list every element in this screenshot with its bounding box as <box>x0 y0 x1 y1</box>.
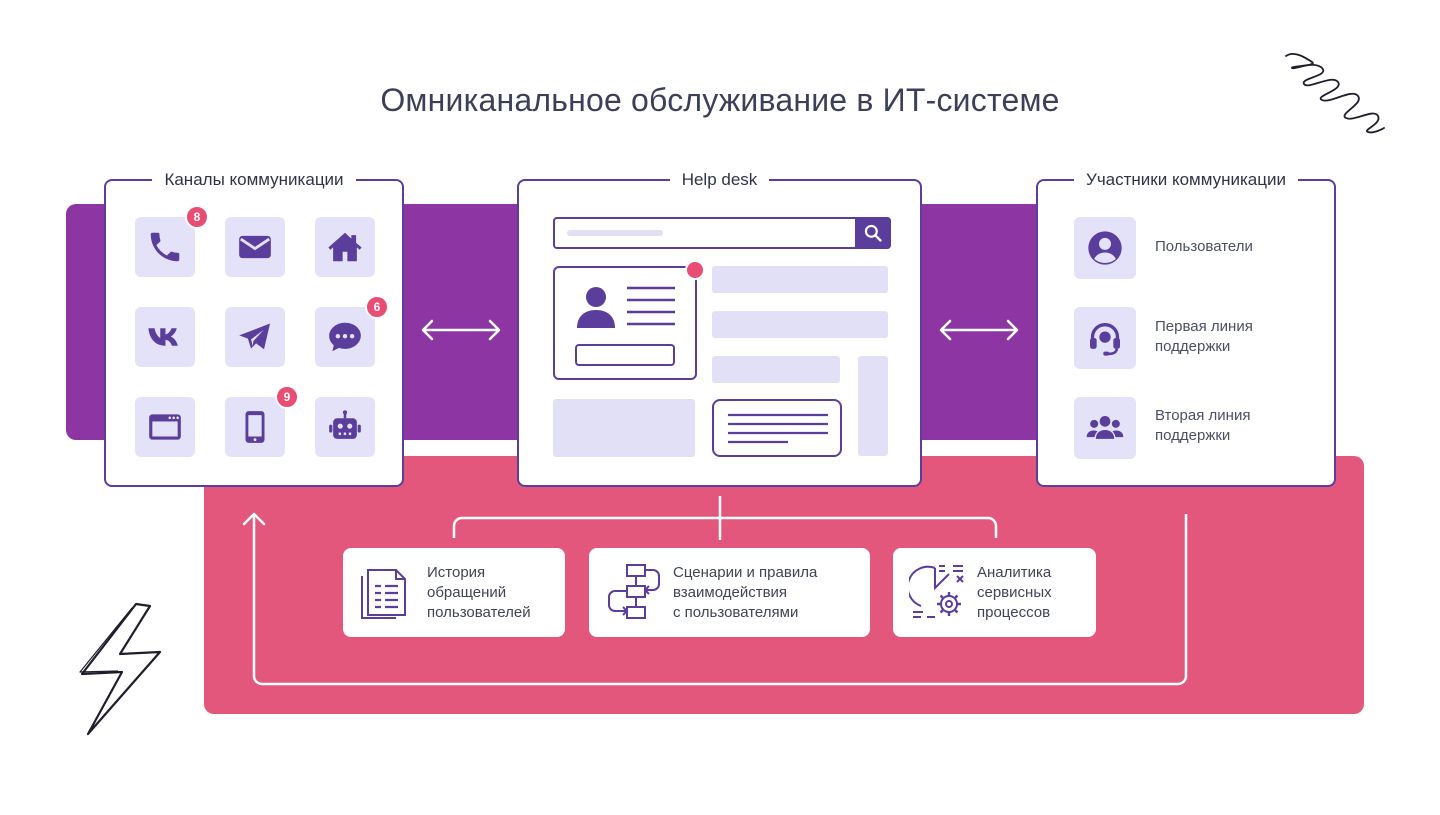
telegram-icon <box>239 323 271 350</box>
group-icon <box>1086 416 1124 439</box>
scribble-decoration <box>1285 52 1385 134</box>
profile-button[interactable] <box>575 344 675 366</box>
user-icon <box>577 287 615 328</box>
channel-browser[interactable] <box>135 397 195 457</box>
vk-icon <box>148 328 178 346</box>
helpdesk-card: Help desk <box>517 170 922 487</box>
page-title: Омниканальное обслуживание в ИТ-системе <box>380 82 1060 118</box>
lightning-decoration <box>79 602 162 736</box>
message-lines <box>728 413 828 444</box>
mobile-badge: 9 <box>275 385 299 409</box>
helpdesk-search[interactable] <box>553 217 891 249</box>
browser-icon <box>149 414 181 440</box>
channel-bot[interactable] <box>315 397 375 457</box>
participant-label: Первая линия поддержки <box>1155 318 1253 355</box>
feature-scenarios[interactable]: Сценарии и правила взаимодействия с поль… <box>589 548 870 637</box>
home-icon <box>328 232 362 262</box>
sidebar-placeholder <box>858 356 888 456</box>
search-button[interactable] <box>855 217 891 249</box>
feature-text: с пользователями <box>673 604 799 621</box>
search-placeholder-bar <box>567 230 663 236</box>
channel-telegram[interactable] <box>225 307 285 367</box>
feature-text: История <box>427 564 486 581</box>
participant-second-line[interactable] <box>1074 397 1136 459</box>
channel-mail[interactable] <box>225 217 285 277</box>
feature-text: Аналитика <box>977 564 1052 581</box>
headset-icon <box>1090 323 1120 356</box>
participant-label: Пользователи <box>1155 238 1253 255</box>
feature-text: обращений <box>427 584 507 601</box>
notification-dot <box>685 260 705 280</box>
feature-text: процессов <box>977 604 1051 621</box>
feature-text: Сценарии и правила <box>673 564 818 581</box>
search-icon <box>864 224 882 242</box>
participants-card: Участники коммуникации Пользователи Перв… <box>1036 170 1336 487</box>
helpdesk-participants-arrow <box>939 319 1019 341</box>
participant-first-line[interactable] <box>1074 307 1136 369</box>
participant-users[interactable] <box>1074 217 1136 279</box>
mobile-icon <box>245 411 265 443</box>
user-icon <box>1088 231 1122 265</box>
participants-title: Участники коммуникации <box>1074 170 1298 189</box>
content-placeholder <box>553 399 695 457</box>
phone-icon <box>150 232 180 262</box>
feature-text: пользователей <box>427 604 531 621</box>
channel-chat[interactable]: 6 <box>315 295 389 367</box>
channels-card: Каналы коммуникации 8 6 9 <box>104 170 404 487</box>
document-icon <box>361 569 406 619</box>
feature-analytics[interactable]: Аналитика сервисных процессов <box>893 548 1096 637</box>
profile-lines <box>627 286 675 326</box>
feature-text: сервисных <box>977 584 1052 601</box>
chat-icon <box>329 322 361 352</box>
content-placeholder <box>712 356 840 383</box>
channel-phone[interactable]: 8 <box>135 205 209 277</box>
channels-helpdesk-arrow <box>421 319 501 341</box>
analytics-icon <box>909 565 964 618</box>
content-placeholder <box>712 266 888 293</box>
message-card[interactable] <box>712 399 842 457</box>
mail-icon <box>239 235 271 259</box>
content-placeholder <box>712 311 888 338</box>
channels-title: Каналы коммуникации <box>152 170 356 189</box>
bot-icon <box>329 410 361 439</box>
phone-badge: 8 <box>185 205 209 229</box>
flowchart-icon <box>608 564 660 619</box>
channel-home[interactable] <box>315 217 375 277</box>
feature-text: взаимодействия <box>673 584 788 601</box>
participant-label: Вторая линия поддержки <box>1155 407 1251 444</box>
profile-card[interactable] <box>553 266 697 380</box>
channel-mobile[interactable]: 9 <box>225 385 299 457</box>
feature-history[interactable]: История обращений пользователей <box>343 548 565 637</box>
helpdesk-title: Help desk <box>669 170 770 189</box>
channel-vk[interactable] <box>135 307 195 367</box>
chat-badge: 6 <box>365 295 389 319</box>
